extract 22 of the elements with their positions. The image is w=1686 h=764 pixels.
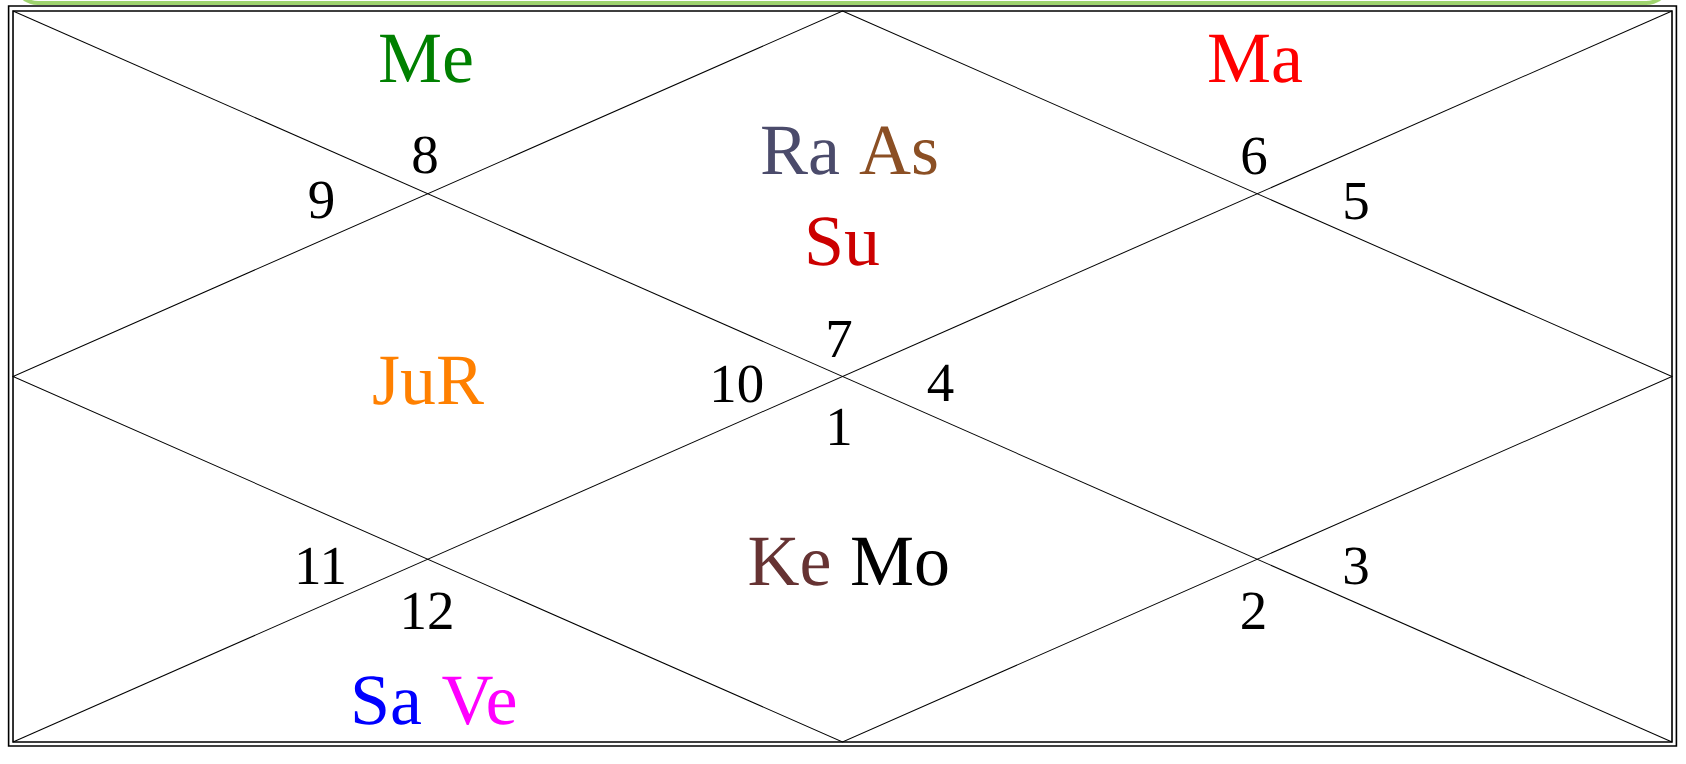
house-number: 11 xyxy=(298,547,344,584)
planet-label: JuR xyxy=(373,356,484,405)
planet-label: Sa xyxy=(354,676,421,725)
planet-label: Ma xyxy=(1209,34,1302,83)
house-number: 7 xyxy=(828,321,852,357)
house-number: 9 xyxy=(309,181,333,219)
house-number: 1 xyxy=(830,408,850,445)
house-number: 12 xyxy=(404,592,452,629)
house-number: 4 xyxy=(927,364,954,401)
house-number: 3 xyxy=(1344,547,1368,585)
house-number: 5 xyxy=(1345,183,1368,220)
planet-label: Ve xyxy=(442,676,516,726)
planet-label: Su xyxy=(808,217,879,266)
house-number: 8 xyxy=(413,136,437,174)
planet-label: Ra xyxy=(762,126,839,175)
house-number: 2 xyxy=(1242,592,1265,629)
planet-label: As xyxy=(859,126,937,175)
planet-label: Me xyxy=(380,34,472,83)
planet-label: Ke xyxy=(749,537,829,586)
planet-label: Mo xyxy=(852,537,948,586)
house-number: 6 xyxy=(1242,137,1267,175)
house-number: 10 xyxy=(714,365,763,403)
